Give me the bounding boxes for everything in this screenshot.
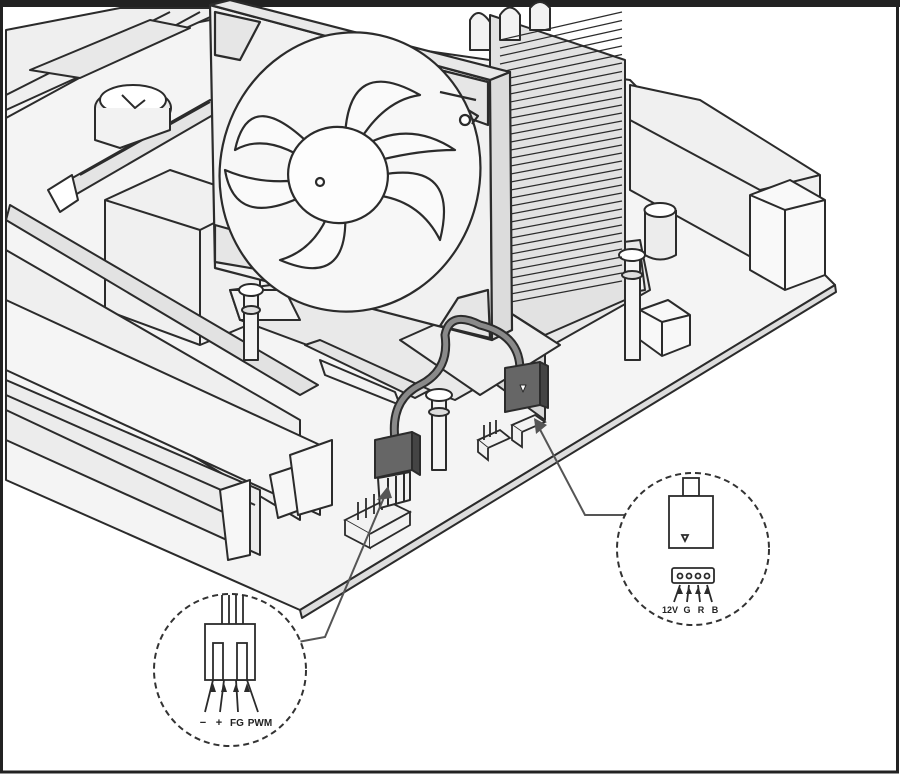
fan-pin-label: − xyxy=(200,717,206,729)
fin-line xyxy=(499,256,623,281)
rgb-plug xyxy=(504,361,549,413)
cooling-fan xyxy=(208,0,514,342)
cpu-fan-header xyxy=(343,490,412,550)
fin-line xyxy=(499,208,623,233)
fin-line xyxy=(499,11,623,41)
fin-line xyxy=(499,79,623,105)
fin-line xyxy=(499,53,623,81)
fin-line xyxy=(499,136,623,161)
fin-line xyxy=(499,36,623,65)
fan-pin-label: FG xyxy=(230,718,244,729)
rgb-leader-arrowhead xyxy=(534,418,547,434)
fin-line xyxy=(499,272,623,297)
fin-line xyxy=(499,112,623,137)
rgb-pin-label: 12V xyxy=(662,605,678,615)
rgb-pin-label: G xyxy=(683,605,690,615)
fin-line xyxy=(499,176,623,201)
fin-line xyxy=(499,224,623,249)
leader-lines xyxy=(297,419,627,643)
fin-line xyxy=(499,28,623,57)
rgb-pin-label: R xyxy=(698,605,705,615)
heatsink-fins xyxy=(499,11,623,305)
fin-line xyxy=(499,45,623,73)
fin-line xyxy=(499,128,623,153)
fin-line xyxy=(499,70,623,97)
fan-pin-label: + xyxy=(216,717,222,729)
fin-line xyxy=(499,160,623,185)
fin-line xyxy=(499,87,623,113)
fin-line xyxy=(499,240,623,265)
fin-line xyxy=(499,19,623,49)
rgb-connector-on-board xyxy=(510,413,547,449)
fin-line xyxy=(499,152,623,177)
top-band xyxy=(0,0,900,7)
rgb-header xyxy=(476,420,512,462)
fin-line xyxy=(499,144,623,169)
fan-pin-label: PWM xyxy=(248,718,272,729)
fan-cable xyxy=(389,314,525,445)
fin-line xyxy=(499,168,623,193)
fin-line xyxy=(499,200,623,225)
rgb-pin-label: B xyxy=(712,605,719,615)
fin-line xyxy=(499,248,623,273)
fin-line xyxy=(499,184,623,209)
fin-line xyxy=(499,104,623,129)
fin-line xyxy=(499,280,623,305)
fan-connector-callout: − + FG PWM xyxy=(153,593,307,747)
fin-line xyxy=(499,264,623,289)
fin-line xyxy=(499,62,623,89)
rgb-connector-callout: 12V G R B xyxy=(616,472,770,626)
fin-line xyxy=(499,232,623,257)
fan-leader-arrowhead xyxy=(377,486,392,500)
fin-line xyxy=(499,216,623,241)
fin-line xyxy=(499,192,623,217)
fin-line xyxy=(499,120,623,145)
fin-line xyxy=(499,96,623,121)
